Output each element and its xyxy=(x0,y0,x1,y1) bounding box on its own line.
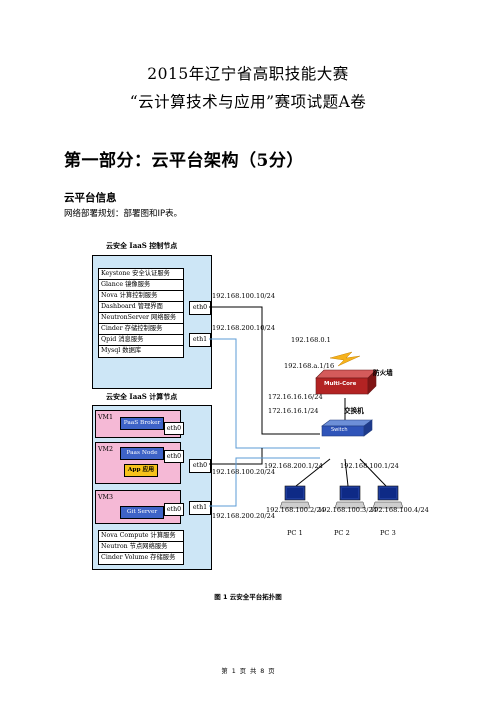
ip-compute-eth0: 192.168.100.20/24 xyxy=(212,468,276,476)
service-mysql: Mysql 数据库 xyxy=(98,345,184,358)
subsection-heading: 云平台信息 xyxy=(64,192,117,204)
pc3-icon xyxy=(372,485,404,509)
ip-ctrl-eth1: 192.168.200.10/24 xyxy=(212,324,276,332)
firewall-device-text: Multi-Core xyxy=(324,381,357,387)
vm3-eth0: eth0 xyxy=(164,503,184,516)
control-eth0-port: eth0 xyxy=(189,301,211,315)
link-ctrl-eth1 xyxy=(209,338,320,449)
compute-node-title: 云安全 IaaS 计算节点 xyxy=(106,392,178,401)
ip-pc2: 192.168.100.3/24 xyxy=(318,506,377,514)
pc1-label: PC 1 xyxy=(287,529,303,537)
link-comp-eth0 xyxy=(209,448,263,465)
switch-icon xyxy=(321,419,373,437)
switch-device-text: Switch xyxy=(331,427,348,433)
vm1-eth0: eth0 xyxy=(164,422,184,435)
link-comp-eth1 xyxy=(209,457,320,507)
page-footer: 第 1 页 共 8 页 xyxy=(221,668,275,675)
ip-pc3: 192.168.100.4/24 xyxy=(370,506,429,514)
document-title-line1: 2015年辽宁省高职技能大赛 xyxy=(147,65,349,83)
vm1-box: VM1 PaaS Broker eth0 xyxy=(95,410,184,438)
compute-eth1-port: eth1 xyxy=(189,501,211,515)
ip-compute-eth1: 192.168.200.20/24 xyxy=(212,512,276,520)
switch-label: 交换机 xyxy=(344,407,364,415)
app-service: App 应用 xyxy=(124,464,158,477)
vm1-label: VM1 xyxy=(98,414,114,421)
vm2-box: VM2 Paas Node eth0 App 应用 xyxy=(95,442,184,484)
control-eth1-port: eth1 xyxy=(189,333,211,347)
firewall-icon xyxy=(315,369,377,395)
service-cinder-volume: Cinder Volume 存储服务 xyxy=(98,552,184,565)
paas-broker-service: PaaS Broker xyxy=(120,417,164,430)
vm3-label: VM3 xyxy=(98,494,114,501)
document-title-line2: “云计算技术与应用”赛项试题A卷 xyxy=(129,93,367,111)
control-node-title: 云安全 IaaS 控制节点 xyxy=(106,241,178,250)
internet-bolt-icon xyxy=(329,351,361,367)
link-pc2 xyxy=(344,458,349,487)
ip-switch-vlan100: 192.168.100.1/24 xyxy=(340,462,399,470)
git-server-service: Git Server xyxy=(120,506,164,519)
ip-switch-1: 172.16.16.16/24 xyxy=(268,393,323,401)
ip-gateway: 192.168.0.1 xyxy=(291,336,331,344)
section-heading: 第一部分：云平台架构（5分） xyxy=(64,151,304,171)
figure-caption: 图 1 云安全平台拓扑图 xyxy=(214,593,282,601)
link-ctrl-eth0 xyxy=(209,306,320,435)
ip-switch-2: 172.16.16.1/24 xyxy=(268,407,319,415)
intro-paragraph: 网络部署规划：部署图和IP表。 xyxy=(64,209,183,219)
vm2-eth0: eth0 xyxy=(164,450,184,463)
ip-ctrl-eth0: 192.168.100.10/24 xyxy=(212,292,276,300)
firewall-label: 防火墙 xyxy=(373,369,393,377)
ip-firewall-inner: 192.168.a.1/16 xyxy=(284,362,335,370)
ip-switch-vlan200: 192.168.200.1/24 xyxy=(264,462,323,470)
pc2-icon xyxy=(334,485,366,509)
pc2-label: PC 2 xyxy=(334,529,350,537)
control-node-panel: Keystone 安全认证服务 Glance 镜像服务 Nova 计算控制服务 … xyxy=(92,255,212,389)
pc3-label: PC 3 xyxy=(380,529,396,537)
compute-eth0-port: eth0 xyxy=(189,459,211,473)
compute-node-panel: VM1 PaaS Broker eth0 VM2 Paas Node eth0 … xyxy=(92,405,212,570)
link-pc3 xyxy=(359,458,387,487)
ip-pc1: 192.168.100.2/24 xyxy=(266,506,325,514)
link-pc1 xyxy=(295,458,331,487)
paas-node-service: Paas Node xyxy=(120,447,164,460)
pc1-icon xyxy=(279,485,311,509)
vm3-box: VM3 Git Server eth0 xyxy=(95,490,184,524)
vm2-label: VM2 xyxy=(98,446,114,453)
